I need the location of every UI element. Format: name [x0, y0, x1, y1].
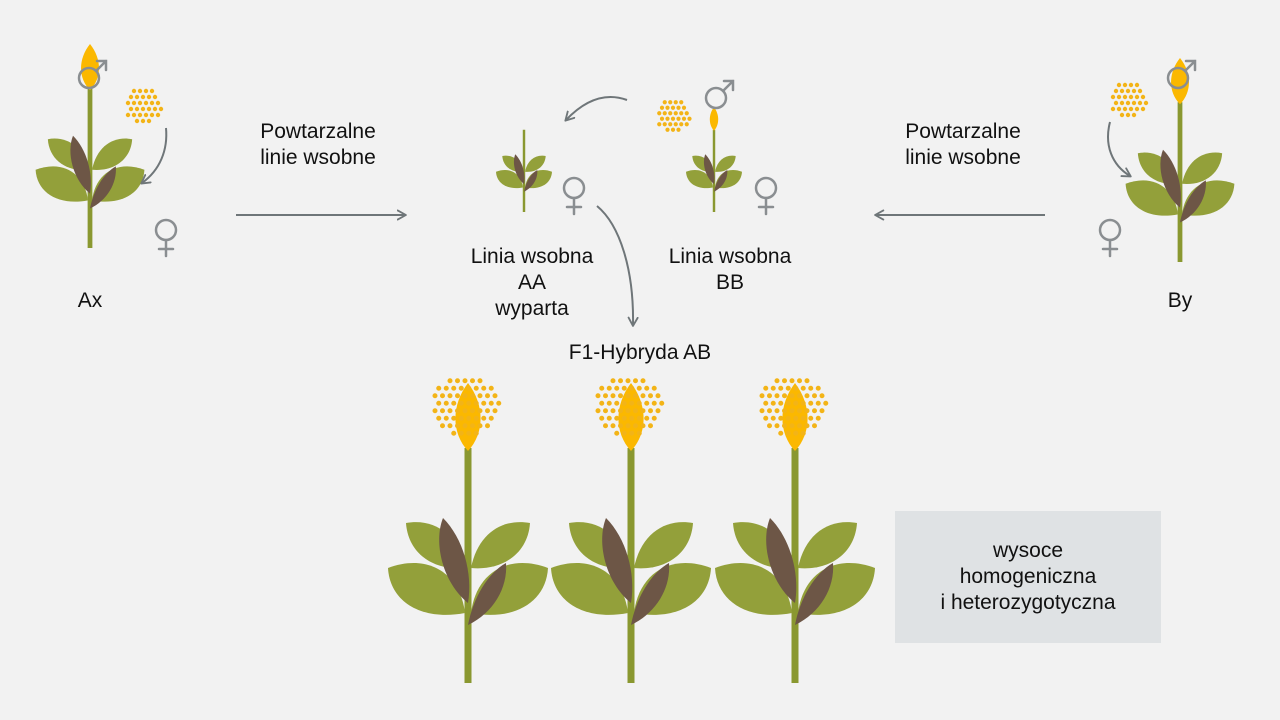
male-symbol-bb-icon [704, 79, 735, 110]
arrow-bb-to-aa [564, 95, 628, 122]
arrow-by-self-pollination [1107, 121, 1132, 178]
left-process-label: Powtarzalne linie wsobne [260, 120, 376, 169]
f1-hybrid-label: F1-Hybryda AB [568, 341, 712, 364]
arrow-to-f1-hybrid [596, 205, 639, 327]
male-symbol-ax-icon [77, 59, 108, 90]
plant-inbred-aa-icon [496, 129, 552, 212]
parent-left-label: Ax [77, 289, 103, 312]
female-symbol-by-icon [1098, 218, 1122, 258]
male-symbol-by-icon [1166, 59, 1197, 90]
parent-right-label: By [1167, 289, 1193, 312]
plant-inbred-bb-icon [686, 106, 742, 212]
plant-ax-icon [35, 43, 145, 248]
pollen-ax-icon [125, 88, 164, 124]
arrow-ax-self-pollination [140, 127, 168, 185]
pollen-bb-icon [657, 100, 692, 132]
inbred-line-bb-label: Linia wsobna BB [668, 245, 792, 294]
pollen-f1-icon-1 [432, 378, 502, 436]
pollen-by-icon [1110, 82, 1149, 118]
female-symbol-aa-icon [562, 176, 586, 216]
inbred-line-aa-label: Linia wsobna AA wyparta [470, 245, 594, 320]
pollen-f1-icon-3 [759, 378, 829, 436]
plant-by-icon [1125, 57, 1235, 262]
plant-f1-hybrid-icon-2 [551, 383, 711, 683]
right-process-label: Powtarzalne linie wsobne [905, 120, 1021, 169]
pollen-f1-icon-2 [595, 378, 665, 436]
plant-f1-hybrid-icon-1 [388, 383, 548, 683]
plant-f1-hybrid-icon-3 [715, 383, 875, 683]
female-symbol-bb-icon [754, 176, 778, 216]
result-box: wysoce homogeniczna i heterozygotyczna [895, 511, 1161, 643]
female-symbol-ax-icon [154, 218, 178, 258]
